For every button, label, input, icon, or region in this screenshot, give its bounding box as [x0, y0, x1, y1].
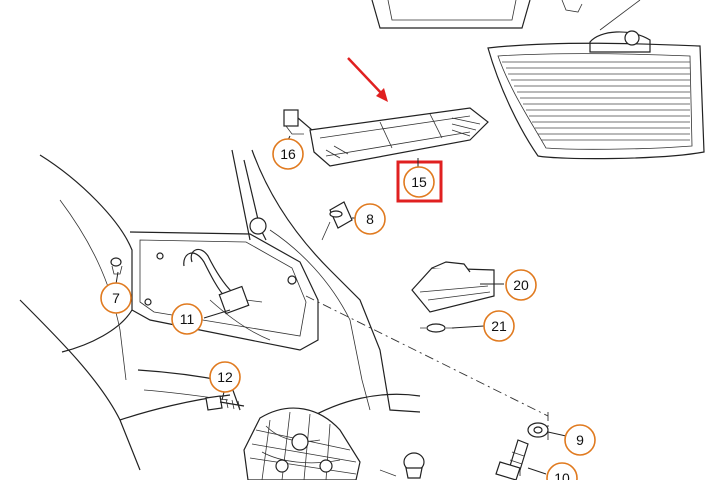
tail-light-lens-lines — [502, 61, 690, 141]
callout-label-16: 16 — [280, 146, 296, 162]
callout-label-20: 20 — [513, 277, 529, 293]
lamp-carrier — [243, 407, 361, 480]
callout-label-7: 7 — [112, 290, 120, 306]
callout-label-10: 10 — [554, 470, 570, 480]
license-light-20 — [411, 261, 495, 313]
brake-light-15 — [309, 107, 489, 167]
callout-label-8: 8 — [366, 211, 374, 227]
callouts: 16 15 8 20 21 7 11 12 — [100, 138, 596, 480]
clip-7 — [110, 257, 123, 275]
line-art — [19, 0, 705, 480]
callout-21[interactable]: 21 — [483, 310, 515, 342]
connector-16 — [283, 109, 313, 135]
bulb-21 — [420, 323, 454, 333]
callout-11[interactable]: 11 — [171, 303, 203, 335]
callout-label-15: 15 — [411, 174, 427, 190]
red-arrow — [347, 57, 388, 102]
callout-label-12: 12 — [217, 369, 233, 385]
washer-9 — [527, 422, 549, 438]
bulb-carrier — [379, 452, 425, 479]
callout-12[interactable]: 12 — [209, 361, 241, 393]
highlight-box-15 — [396, 160, 443, 203]
callout-label-11: 11 — [180, 311, 195, 327]
bulb-8 — [321, 201, 353, 241]
wiring-harness-11 — [183, 248, 263, 315]
bolt-10 — [495, 439, 529, 480]
callout-16[interactable]: 16 — [272, 138, 304, 170]
callout-label-9: 9 — [576, 432, 584, 448]
screw-12 — [205, 395, 245, 411]
callout-7[interactable]: 7 — [100, 282, 132, 314]
callout-label-21: 21 — [491, 318, 507, 334]
callout-15[interactable]: 15 — [403, 166, 435, 198]
callout-20[interactable]: 20 — [505, 269, 537, 301]
tail-light-assembly — [487, 30, 705, 160]
callout-10[interactable]: 10 — [546, 462, 578, 480]
callout-8[interactable]: 8 — [354, 203, 386, 235]
callout-9[interactable]: 9 — [564, 424, 596, 456]
